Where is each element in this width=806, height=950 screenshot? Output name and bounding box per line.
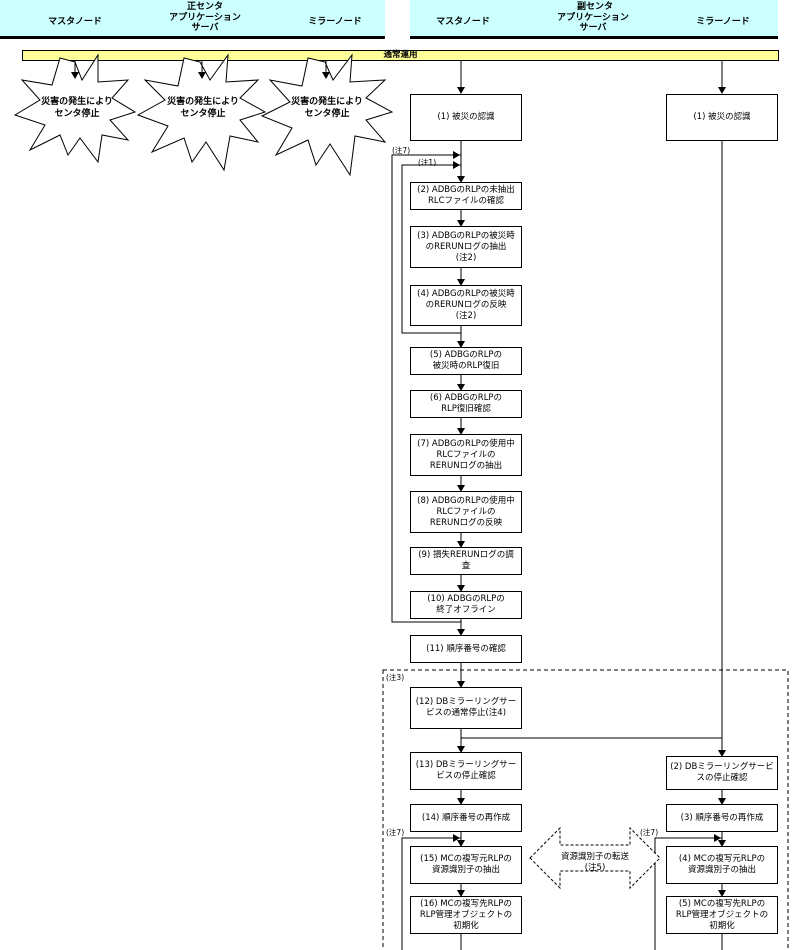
master-step-1: (1) 被災の認識 <box>410 94 522 141</box>
secondary-mirror-node-label: ミラーノード <box>696 17 750 27</box>
mirror-step-3: (3) 順序番号の再作成 <box>666 804 778 832</box>
note3-dashed-region <box>382 669 789 950</box>
master-step-7: (7) ADBGのRLPの使用中 RLCファイルの RERUNログの抽出 <box>410 434 522 476</box>
master-step-16: (16) MCの複写先RLPの RLP管理オブジェクトの 初期化 <box>410 896 522 934</box>
primary-master-node-label: マスタノード <box>48 17 102 27</box>
master-step-4: (4) ADBGのRLPの被災時 のRERUNログの反映 (注2) <box>410 285 522 326</box>
primary-center-title: 正センタ <box>186 2 223 12</box>
secondary-app-server-label: アプリケーション サーバ <box>557 13 629 33</box>
note-7-lower-mirror: (注7) <box>640 828 659 837</box>
secondary-center-title: 副センタ <box>576 2 613 12</box>
header-rule-left <box>0 36 385 39</box>
primary-mirror-node-label: ミラーノード <box>308 17 362 27</box>
mirror-step-5: (5) MCの複写先RLPの RLP管理オブジェクトの 初期化 <box>666 896 778 934</box>
master-step-11: (11) 順序番号の確認 <box>410 635 522 663</box>
master-step-10: (10) ADBGのRLPの 終了オフライン <box>410 591 522 619</box>
disaster-label-mirror: 災害の発生により センタ停止 <box>291 97 363 119</box>
master-step-13: (13) DBミラーリングサー ビスの停止確認 <box>410 752 522 790</box>
disaster-burst-mirror <box>260 53 394 177</box>
note-3: (注3) <box>386 673 405 682</box>
primary-app-server-label: アプリケーション サーバ <box>169 13 241 33</box>
transfer-label: 資源識別子の転送 (注5) <box>560 852 629 873</box>
note-1: (注1) <box>418 158 437 167</box>
master-step-5: (5) ADBGのRLPの 被災時のRLP復旧 <box>410 347 522 375</box>
disaster-bursts <box>13 53 394 177</box>
disaster-label-app-server: 災害の発生により センタ停止 <box>167 97 239 119</box>
master-step-8: (8) ADBGのRLPの使用中 RLCファイルの RERUNログの反映 <box>410 491 522 533</box>
transfer-double-arrow <box>529 826 661 890</box>
disaster-burst-master <box>13 53 137 164</box>
normal-operation-band: 通常運用 <box>22 50 779 61</box>
secondary-master-node-label: マスタノード <box>436 17 490 27</box>
note-7-upper: (注7) <box>392 146 411 155</box>
master-step-2: (2) ADBGのRLPの未抽出 RLCファイルの確認 <box>410 182 522 210</box>
master-step-12: (12) DBミラーリングサー ビスの通常停止(注4) <box>410 687 522 729</box>
mirror-step-4: (4) MCの複写元RLPの 資源識別子の抽出 <box>666 846 778 884</box>
mirror-step-2: (2) DBミラーリングサービ スの停止確認 <box>666 756 778 790</box>
note-7-lower-master: (注7) <box>386 828 405 837</box>
header-primary-center <box>0 0 385 36</box>
master-step-6: (6) ADBGのRLPの RLP復旧確認 <box>410 390 522 418</box>
header-secondary-center <box>410 0 778 36</box>
master-step-15: (15) MCの複写元RLPの 資源識別子の抽出 <box>410 846 522 884</box>
header-rule-right <box>410 36 778 39</box>
mirror-step-1: (1) 被災の認識 <box>666 94 778 141</box>
master-step-3: (3) ADBGのRLPの被災時 のRERUNログの抽出 (注2) <box>410 226 522 268</box>
disaster-label-master: 災害の発生により センタ停止 <box>41 97 113 119</box>
master-step-14: (14) 順序番号の再作成 <box>410 804 522 832</box>
disaster-burst-app-server <box>136 53 267 172</box>
master-step-9: (9) 損失RERUNログの調 査 <box>410 547 522 575</box>
